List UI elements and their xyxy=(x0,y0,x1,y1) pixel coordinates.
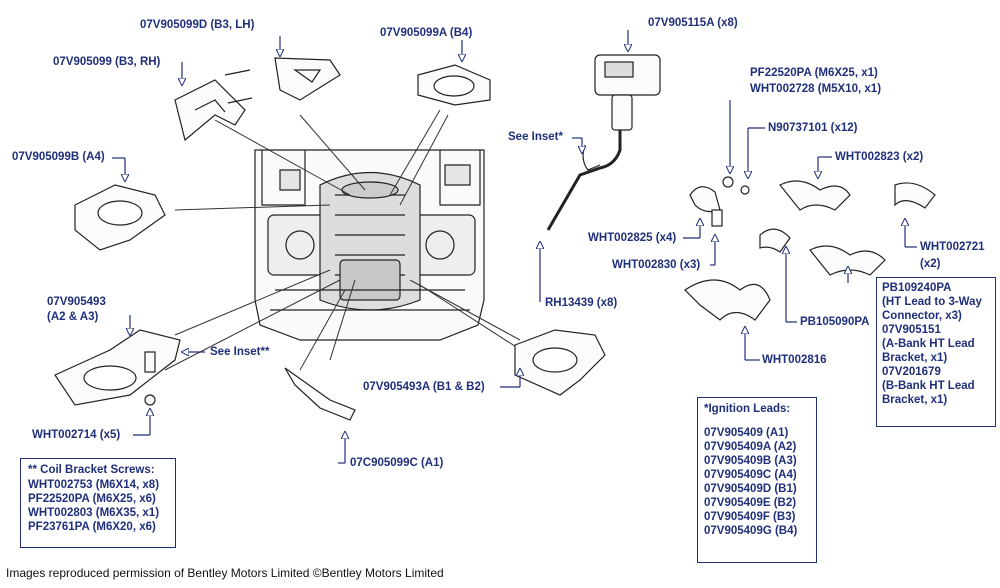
label-07v905115a: 07V905115A (x8) xyxy=(648,17,738,29)
label-07v905099: 07V905099 (B3, RH) xyxy=(53,56,161,68)
ignition-lead-item: 07V905409C (A4) xyxy=(704,469,797,481)
label-wht002721: WHT002721 xyxy=(920,241,985,253)
ignition-lead-item: 07V905409F (B3) xyxy=(704,511,796,523)
label-07v905099b: 07V905099B (A4) xyxy=(12,151,105,163)
part-sketches xyxy=(54,54,936,421)
pb-box-line: 07V201679 xyxy=(882,366,941,378)
label-07v905493a: 07V905493A (B1 & B2) xyxy=(363,381,485,393)
label-n90737101: N90737101 (x12) xyxy=(768,122,858,134)
label-wht002823: WHT002823 (x2) xyxy=(835,151,924,163)
ignition-leads-box: *Ignition Leads: 07V905409 (A1) 07V90540… xyxy=(697,397,817,563)
ignition-lead-item: 07V905409B (A3) xyxy=(704,455,797,467)
pb-box-line: 07V905151 xyxy=(882,324,941,336)
pb-box-line: (B-Bank HT Lead xyxy=(882,380,975,392)
arrows xyxy=(112,30,917,464)
label-07v905099d: 07V905099D (B3, LH) xyxy=(140,19,255,31)
pb109240pa-box: PB109240PA (HT Lead to 3-Way Connector, … xyxy=(876,277,996,427)
label-pf22520pa: PF22520PA (M6X25, x1) xyxy=(750,67,878,79)
label-wht002721-qty: (x2) xyxy=(920,258,941,270)
pb-box-line: (A-Bank HT Lead xyxy=(882,338,975,350)
coil-bracket-screws-box: ** Coil Bracket Screws: WHT002753 (M6X14… xyxy=(20,458,176,548)
leader-lines xyxy=(164,109,556,373)
ignition-lead-item: 07V905409D (B1) xyxy=(704,483,797,495)
ignition-lead-item: 07V905409E (B2) xyxy=(704,497,797,509)
label-rh13439: RH13439 (x8) xyxy=(545,297,618,309)
ignition-leads-title: *Ignition Leads: xyxy=(704,403,791,415)
pb-box-line: Bracket, x1) xyxy=(882,394,948,406)
screw-item: WHT002753 (M6X14, x8) xyxy=(28,479,160,491)
label-see-inset-2: See Inset** xyxy=(210,346,270,358)
screw-item: PF22520PA (M6X25, x6) xyxy=(28,493,156,505)
label-07v905099a: 07V905099A (B4) xyxy=(380,27,473,39)
engine-bay-illustration xyxy=(254,149,485,341)
ignition-lead-item: 07V905409G (B4) xyxy=(704,525,798,537)
screws-title: ** Coil Bracket Screws: xyxy=(28,464,155,476)
ignition-lead-item: 07V905409A (A2) xyxy=(704,441,797,453)
label-see-inset-1: See Inset* xyxy=(508,131,563,143)
label-wht002714: WHT002714 (x5) xyxy=(32,429,121,441)
screw-item: WHT002803 (M6X35, x1) xyxy=(28,507,160,519)
label-pb105090pa: PB105090PA xyxy=(800,316,870,328)
copyright-footer: Images reproduced permission of Bentley … xyxy=(6,566,444,580)
label-wht002825: WHT002825 (x4) xyxy=(588,232,677,244)
pb-box-line: (HT Lead to 3-Way xyxy=(882,296,982,308)
label-wht002830: WHT002830 (x3) xyxy=(612,259,701,271)
label-07c905099c: 07C905099C (A1) xyxy=(350,457,444,469)
label-wht002816: WHT002816 xyxy=(762,354,827,366)
pb-box-line: Connector, x3) xyxy=(882,310,962,322)
pb-box-line: Bracket, x1) xyxy=(882,352,948,364)
label-07v905493-sub: (A2 & A3) xyxy=(47,311,99,323)
ignition-lead-item: 07V905409 (A1) xyxy=(704,427,789,439)
label-07v905493: 07V905493 xyxy=(47,296,106,308)
pb-box-line: PB109240PA xyxy=(882,282,952,294)
label-wht002728: WHT002728 (M5X10, x1) xyxy=(750,83,882,95)
screw-item: PF23761PA (M6X20, x6) xyxy=(28,521,156,533)
